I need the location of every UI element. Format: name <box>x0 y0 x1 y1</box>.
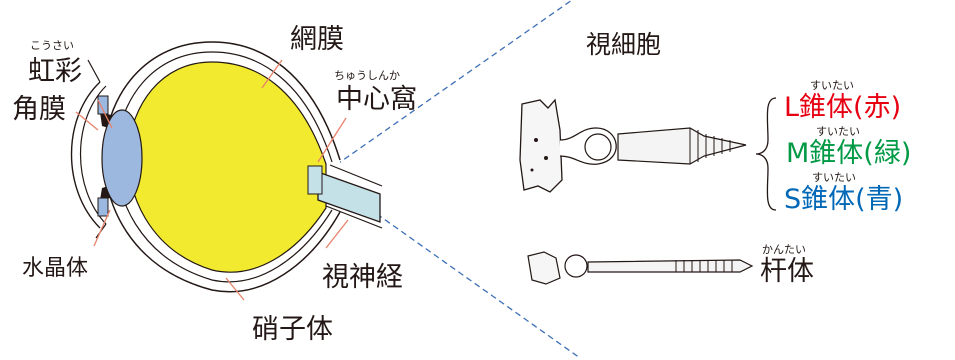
iris-reading: こうさい <box>30 39 74 52</box>
lens-shape <box>101 109 143 207</box>
zoom-line-top <box>335 0 573 166</box>
pointer-retina <box>261 59 283 89</box>
fovea-reading: ちゅうしんか <box>334 69 400 82</box>
pointer-lens <box>93 209 111 247</box>
rod-reading: かんたい <box>762 243 806 256</box>
m-cone-label: M錐体(緑) <box>786 138 912 169</box>
pointer-cornea <box>75 111 99 131</box>
cornea-tick-top <box>87 59 101 83</box>
pointer-iris <box>97 99 113 129</box>
s-cone-reading: すいたい <box>812 171 856 184</box>
optic-nerve-sheath <box>325 164 383 229</box>
m-cone-reading: すいたい <box>816 125 860 138</box>
rod-label: 杆体 <box>760 256 814 287</box>
photoreceptor-title: 視細胞 <box>586 30 662 59</box>
retina-label: 網膜 <box>290 24 344 55</box>
cone-cell-illustration <box>519 98 747 193</box>
iris-band-bottom <box>97 197 109 217</box>
vitreous-label: 硝子体 <box>252 314 333 345</box>
cornea-label: 角膜 <box>12 94 66 125</box>
cornea-inner <box>80 85 107 225</box>
lens-label: 水晶体 <box>22 256 89 281</box>
iris-band-top <box>97 95 109 115</box>
pointer-vitreous <box>225 277 245 301</box>
fovea-label: 中心窩 <box>336 84 417 115</box>
pointer-fovea <box>317 117 347 163</box>
iris-label: 虹彩 <box>28 56 82 87</box>
l-cone-reading: すいたい <box>810 79 854 92</box>
fovea-mark <box>307 165 323 195</box>
pointer-optic-nerve <box>325 219 349 249</box>
l-cone-label: L錐体(赤) <box>784 92 902 123</box>
optic-nerve-label: 視神経 <box>322 262 403 293</box>
cornea-outer <box>70 81 101 229</box>
cone-bracket <box>755 97 777 211</box>
s-cone-label: S錐体(青) <box>784 184 904 215</box>
rod-cell-illustration <box>527 251 754 285</box>
